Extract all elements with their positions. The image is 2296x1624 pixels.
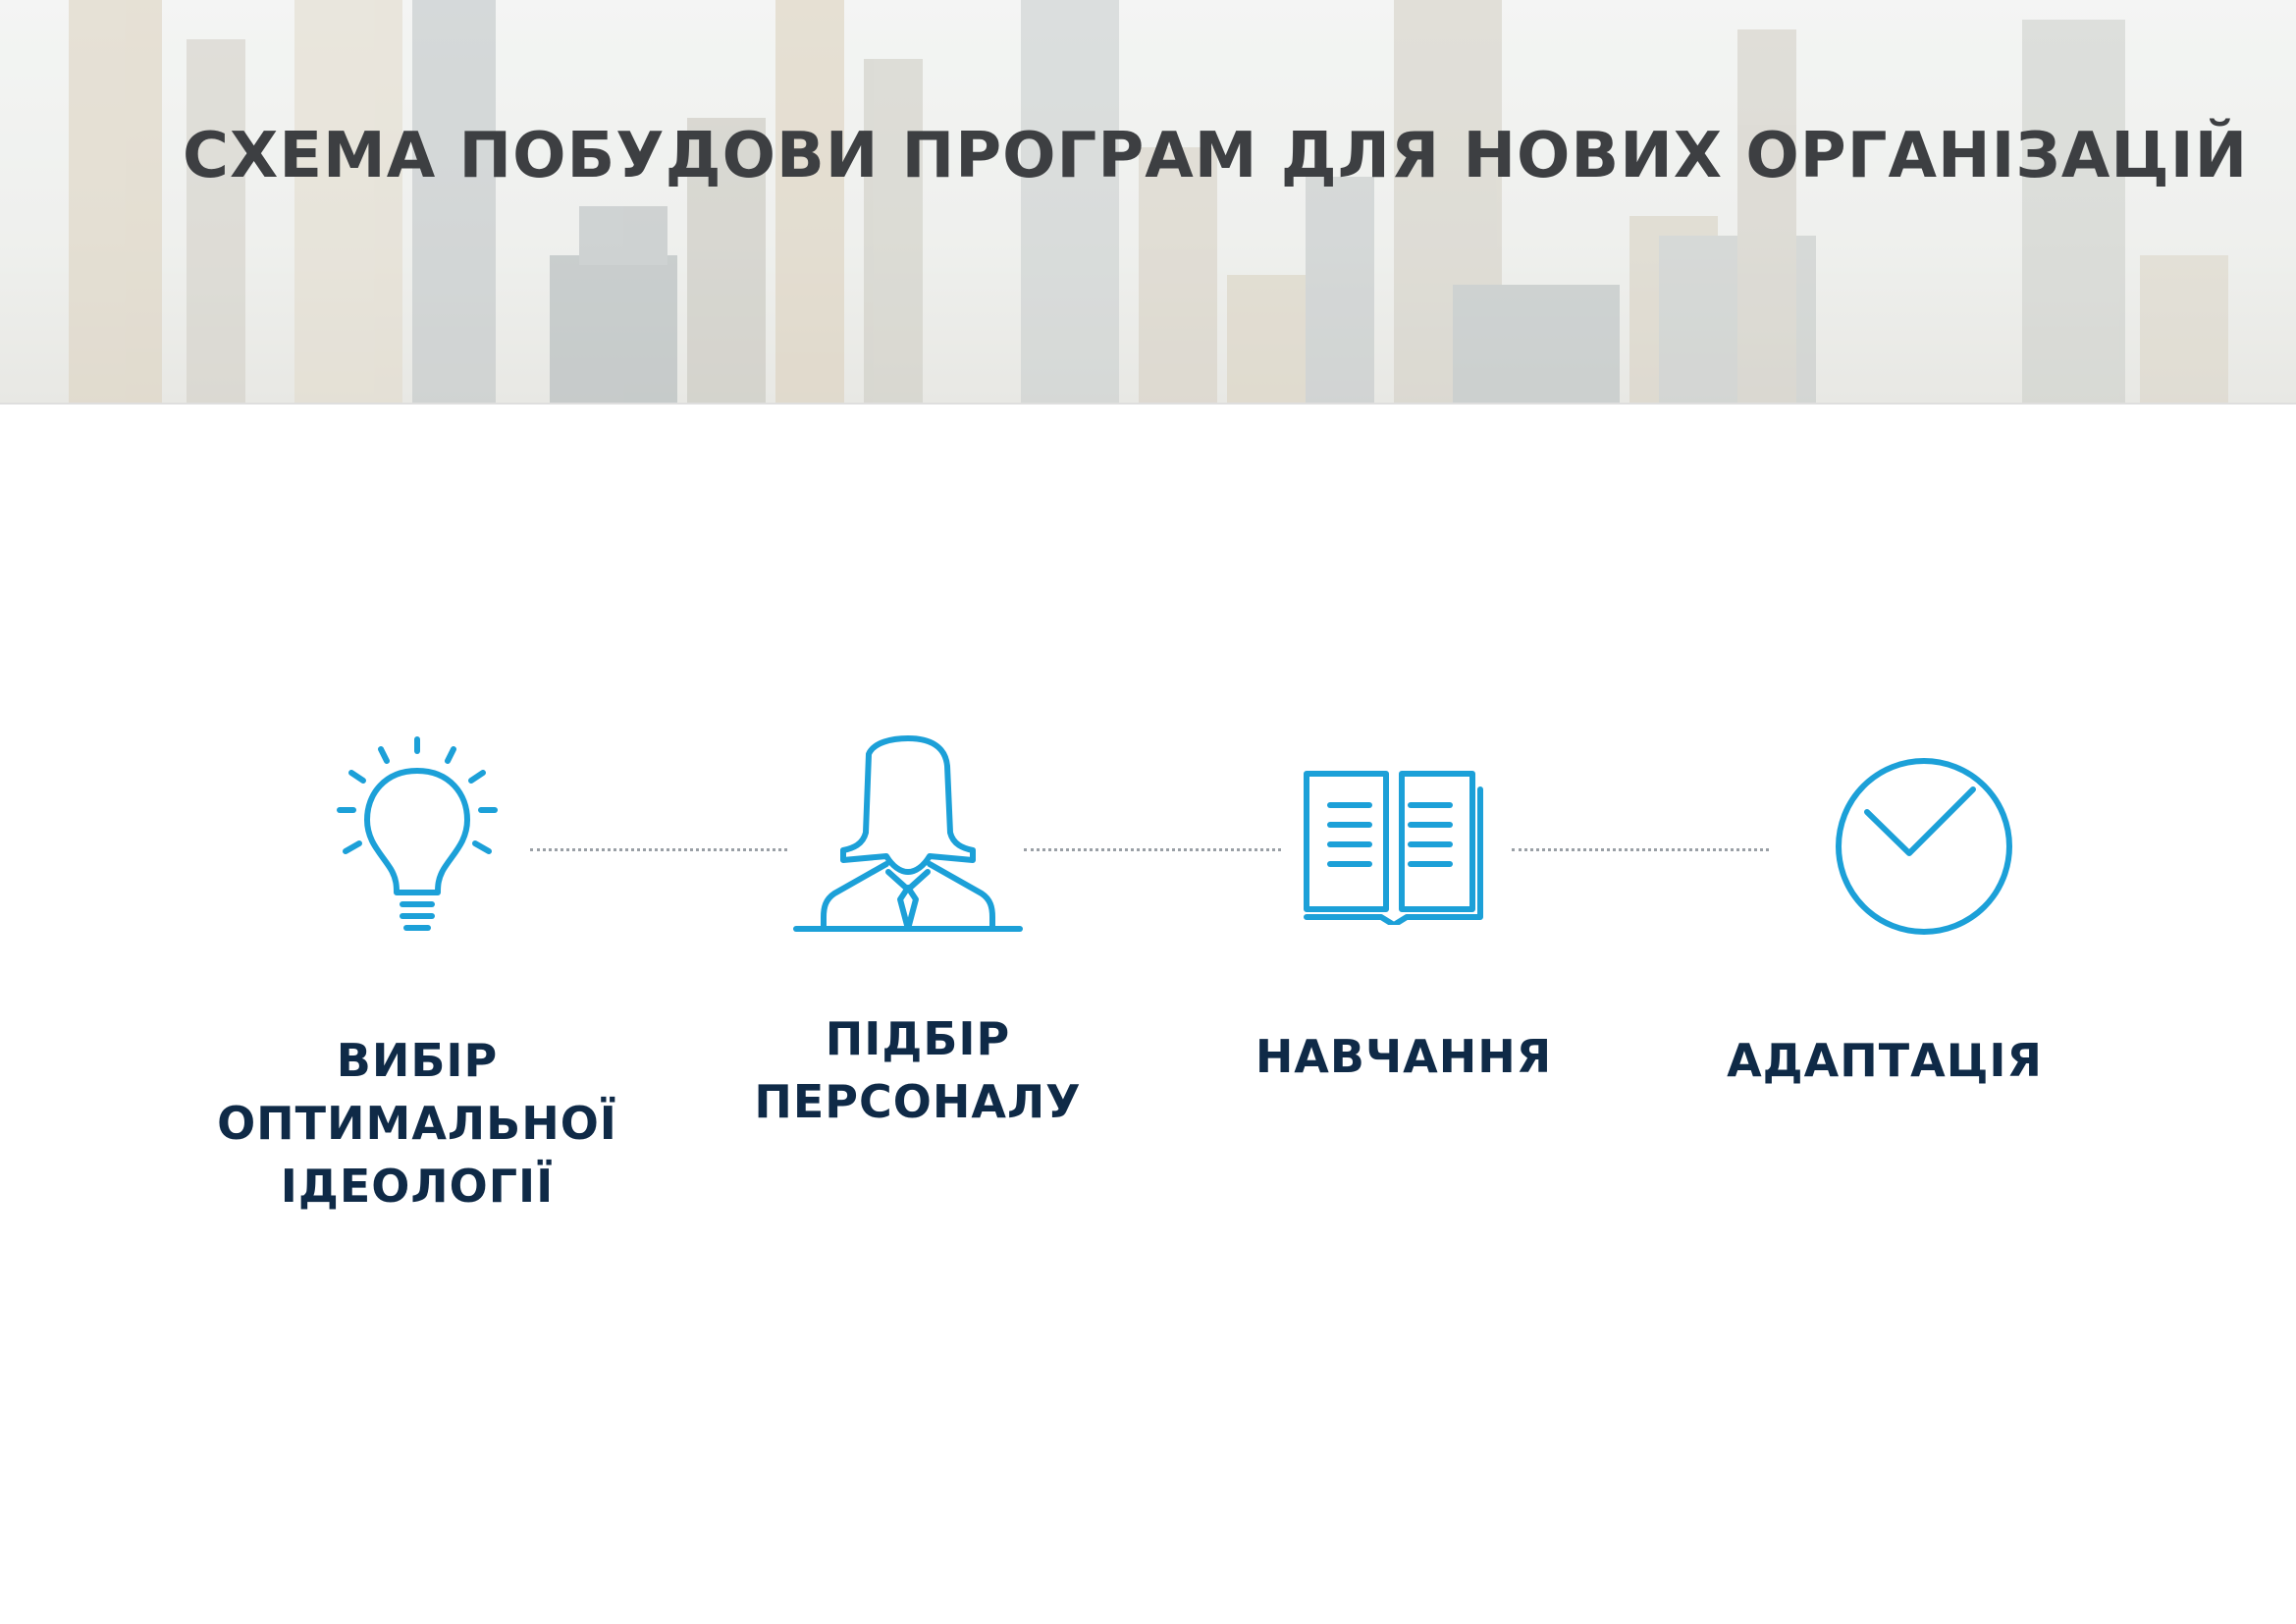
person-icon [790,734,1026,936]
step-label-line: ВИБІР [336,1034,499,1087]
header-banner: СХЕМА ПОБУДОВИ ПРОГРАМ ДЛЯ НОВИХ ОРГАНІЗ… [0,0,2296,405]
step-label-adaptation: АДАПТАЦІЯ [1669,1029,2101,1092]
step-label-training: НАВЧАННЯ [1188,1025,1620,1088]
skyline-background [0,0,2296,403]
open-book-icon [1301,768,1487,928]
step-label-ideology: ВИБІР ОПТИМАЛЬНОЇ ІДЕОЛОГІЇ [201,1029,633,1218]
step-label-personnel: ПІДБІР ПЕРСОНАЛУ [702,1007,1134,1133]
check-circle-icon [1831,753,2017,940]
step-label-line: ОПТИМАЛЬНОЇ [217,1097,617,1150]
lightbulb-icon [324,731,510,938]
connector-line [1024,848,1281,851]
step-label-line: АДАПТАЦІЯ [1727,1034,2043,1087]
step-label-line: ПІДБІР [825,1012,1011,1065]
step-label-line: ІДЕОЛОГІЇ [280,1160,555,1213]
connector-line [1512,848,1769,851]
connector-line [530,848,787,851]
page-title: СХЕМА ПОБУДОВИ ПРОГРАМ ДЛЯ НОВИХ ОРГАНІЗ… [183,120,2249,192]
step-label-line: ПЕРСОНАЛУ [754,1075,1082,1128]
step-label-line: НАВЧАННЯ [1255,1030,1553,1083]
